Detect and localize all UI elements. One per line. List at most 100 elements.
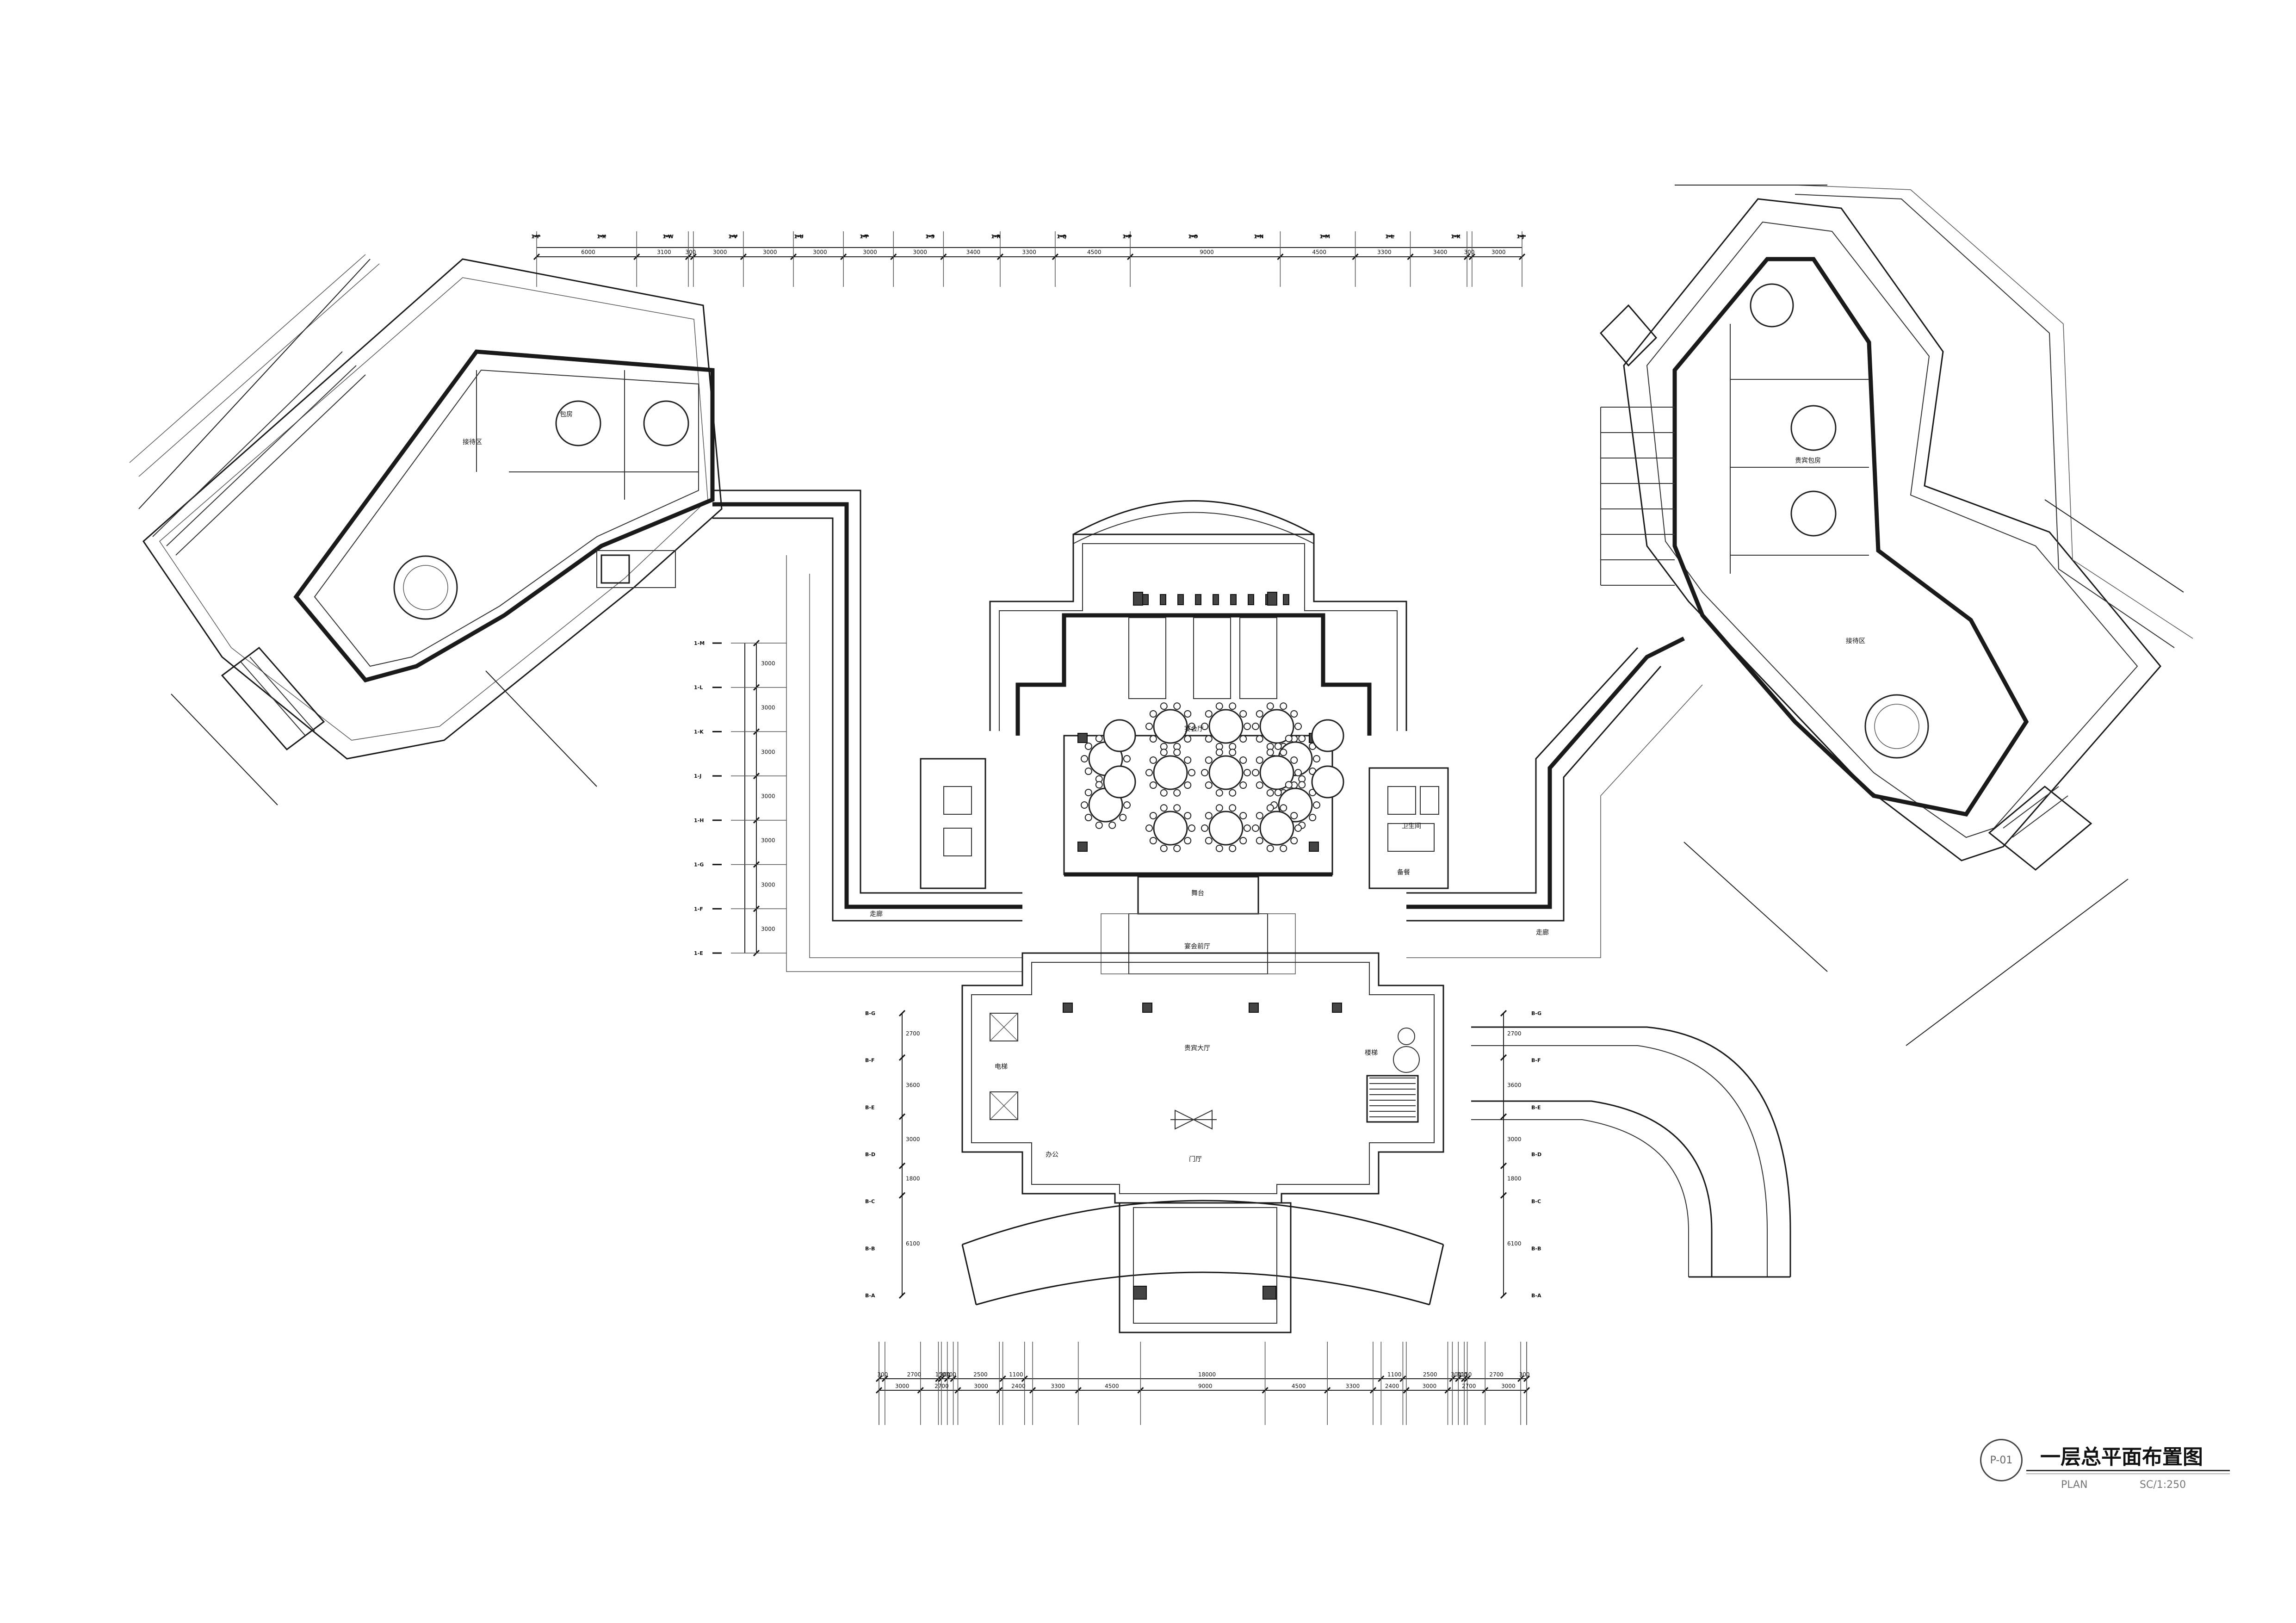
chair [1150,736,1157,742]
drawing-subtitle: PLAN [2061,1479,2088,1491]
chair [1309,814,1316,821]
axis-label: B-A [865,1293,875,1299]
chair [1240,812,1246,819]
chair [1206,812,1212,819]
column [1213,595,1219,605]
dimension-text: 3300 [1346,1383,1360,1389]
column [1178,595,1183,605]
dimension-text: 3600 [906,1082,920,1089]
column [1078,842,1087,851]
chair [1291,757,1297,763]
axis-label: 1-H [694,818,704,824]
chair [1096,735,1102,742]
round-table [1154,756,1187,789]
dimension-text: 4500 [1292,1383,1306,1389]
chair [1256,837,1263,844]
dimension-text: 3000 [761,705,775,711]
dimension-text: 3000 [761,749,775,755]
dimension-text: 2700 [1462,1383,1476,1389]
office-label: 办公 [1046,1151,1058,1158]
chair [1275,743,1281,750]
right-wing [1601,185,2193,1046]
chair [1256,757,1263,763]
chair [1229,790,1236,796]
axis-label: 1-M [694,640,705,646]
chair [1267,790,1274,796]
axis-label: 1-K [694,729,704,735]
round-table [1260,812,1293,845]
dimension-tick [1501,1010,1506,1016]
dimension-text: 3400 [966,249,981,255]
chair [1201,769,1208,776]
dimension-text: 3000 [1491,249,1506,255]
chair [1216,805,1223,811]
banquet-block [921,501,1448,974]
dimension-text: 3400 [1433,249,1448,255]
chair [1240,757,1246,763]
round-table [1312,766,1343,798]
chair [1188,825,1195,831]
chair [1229,805,1236,811]
column [1268,592,1277,605]
kitchen-label: 备餐 [1397,868,1410,876]
dimension-text: 3000 [761,881,775,888]
dimension-text: 2400 [1011,1383,1026,1389]
chair [1252,769,1259,776]
drawing-scale: SC/1:250 [2140,1479,2186,1491]
dimension-text: 150 [1461,1371,1472,1378]
chair [1280,703,1287,709]
dimension-text: 3000 [713,249,727,255]
chair [1216,749,1223,756]
dimension-text: 3300 [1051,1383,1065,1389]
banquet-hall-label: 宴会厅 [1184,725,1204,733]
chair [1184,736,1191,742]
dimension-text: 3300 [1377,249,1392,255]
dimension-text: 3000 [1423,1383,1437,1389]
chair [1267,845,1274,852]
left-dimension-chain: 30003000300030003000300030001-M1-L1-K1-J… [694,640,786,956]
dimension-text: 9000 [1198,1383,1213,1389]
dimension-tick [1501,1163,1506,1169]
chair [1229,845,1236,852]
dimension-text: 6000 [581,249,595,255]
chair [1256,812,1263,819]
round-table [1104,766,1135,798]
axis-label: B-A [1531,1293,1541,1299]
dimension-text: 1800 [1507,1176,1522,1182]
chair [1206,736,1212,742]
chair [1161,805,1167,811]
chair [1188,769,1195,776]
chair [1252,723,1259,730]
dimension-tick [899,1163,905,1169]
lobby-block [962,953,1443,1332]
dimension-text: 6100 [1507,1240,1522,1247]
chair [1184,837,1191,844]
chair [1184,711,1191,717]
dimension-text: 2700 [1489,1371,1504,1378]
dimension-text: 3000 [906,1136,920,1143]
chair [1267,805,1274,811]
chair [1150,757,1157,763]
dimension-text: 3000 [1501,1383,1516,1389]
stair-outline [1367,1076,1418,1122]
stage-label: 舞台 [1191,890,1204,897]
chair [1206,837,1212,844]
axis-label: B-B [865,1245,875,1251]
dimension-text: 2700 [906,1030,920,1037]
chair [1201,723,1208,730]
chair [1267,703,1274,709]
dimension-text: 1100 [1009,1371,1023,1378]
chair [1216,790,1223,796]
dimension-tick [899,1293,905,1298]
dimension-tick [899,1114,905,1119]
dimension-text: 6100 [906,1240,920,1247]
chair [1146,769,1152,776]
chair [1286,781,1292,788]
dimension-text: 3600 [1507,1082,1522,1089]
chair [1096,822,1102,829]
axis-label: 1-L [694,685,703,691]
dimension-text: 18000 [1198,1371,1216,1378]
chair [1244,825,1250,831]
chair [1244,769,1250,776]
chair [1150,812,1157,819]
